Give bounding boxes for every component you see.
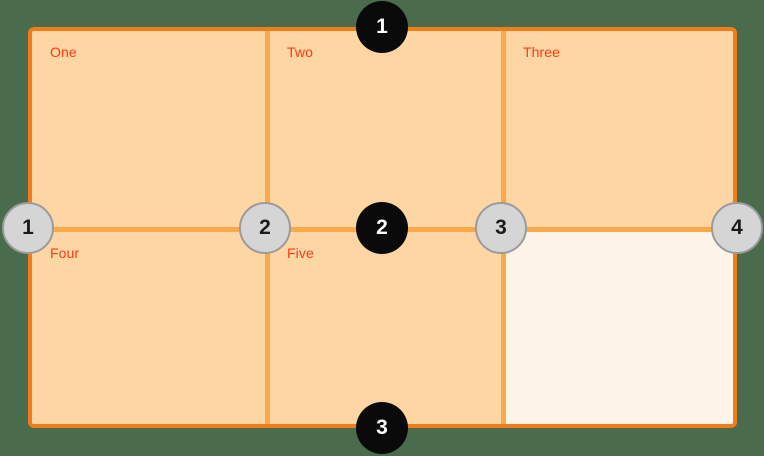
column-handle-3[interactable]: 3 bbox=[475, 202, 527, 254]
grid-cell-one[interactable]: One bbox=[32, 31, 265, 228]
grid-frame: One Two Three Four Five bbox=[28, 27, 737, 428]
cell-label-one: One bbox=[50, 44, 77, 60]
row-handle-3[interactable]: 3 bbox=[356, 402, 408, 454]
column-handle-4[interactable]: 4 bbox=[711, 202, 763, 254]
column-handle-2[interactable]: 2 bbox=[239, 202, 291, 254]
grid-cell-five[interactable]: Five bbox=[269, 232, 501, 424]
row-handle-1[interactable]: 1 bbox=[356, 1, 408, 53]
cell-label-four: Four bbox=[50, 245, 80, 261]
row-handle-2[interactable]: 2 bbox=[356, 202, 408, 254]
grid-cell-two[interactable]: Two bbox=[269, 31, 501, 228]
grid-cell-four[interactable]: Four bbox=[32, 232, 265, 424]
grid-cell-three[interactable]: Three bbox=[505, 31, 733, 228]
cell-label-five: Five bbox=[287, 245, 314, 261]
grid-cell-six-empty[interactable] bbox=[505, 232, 733, 424]
column-handle-1[interactable]: 1 bbox=[2, 202, 54, 254]
cell-label-two: Two bbox=[287, 44, 313, 60]
cell-label-three: Three bbox=[523, 44, 561, 60]
